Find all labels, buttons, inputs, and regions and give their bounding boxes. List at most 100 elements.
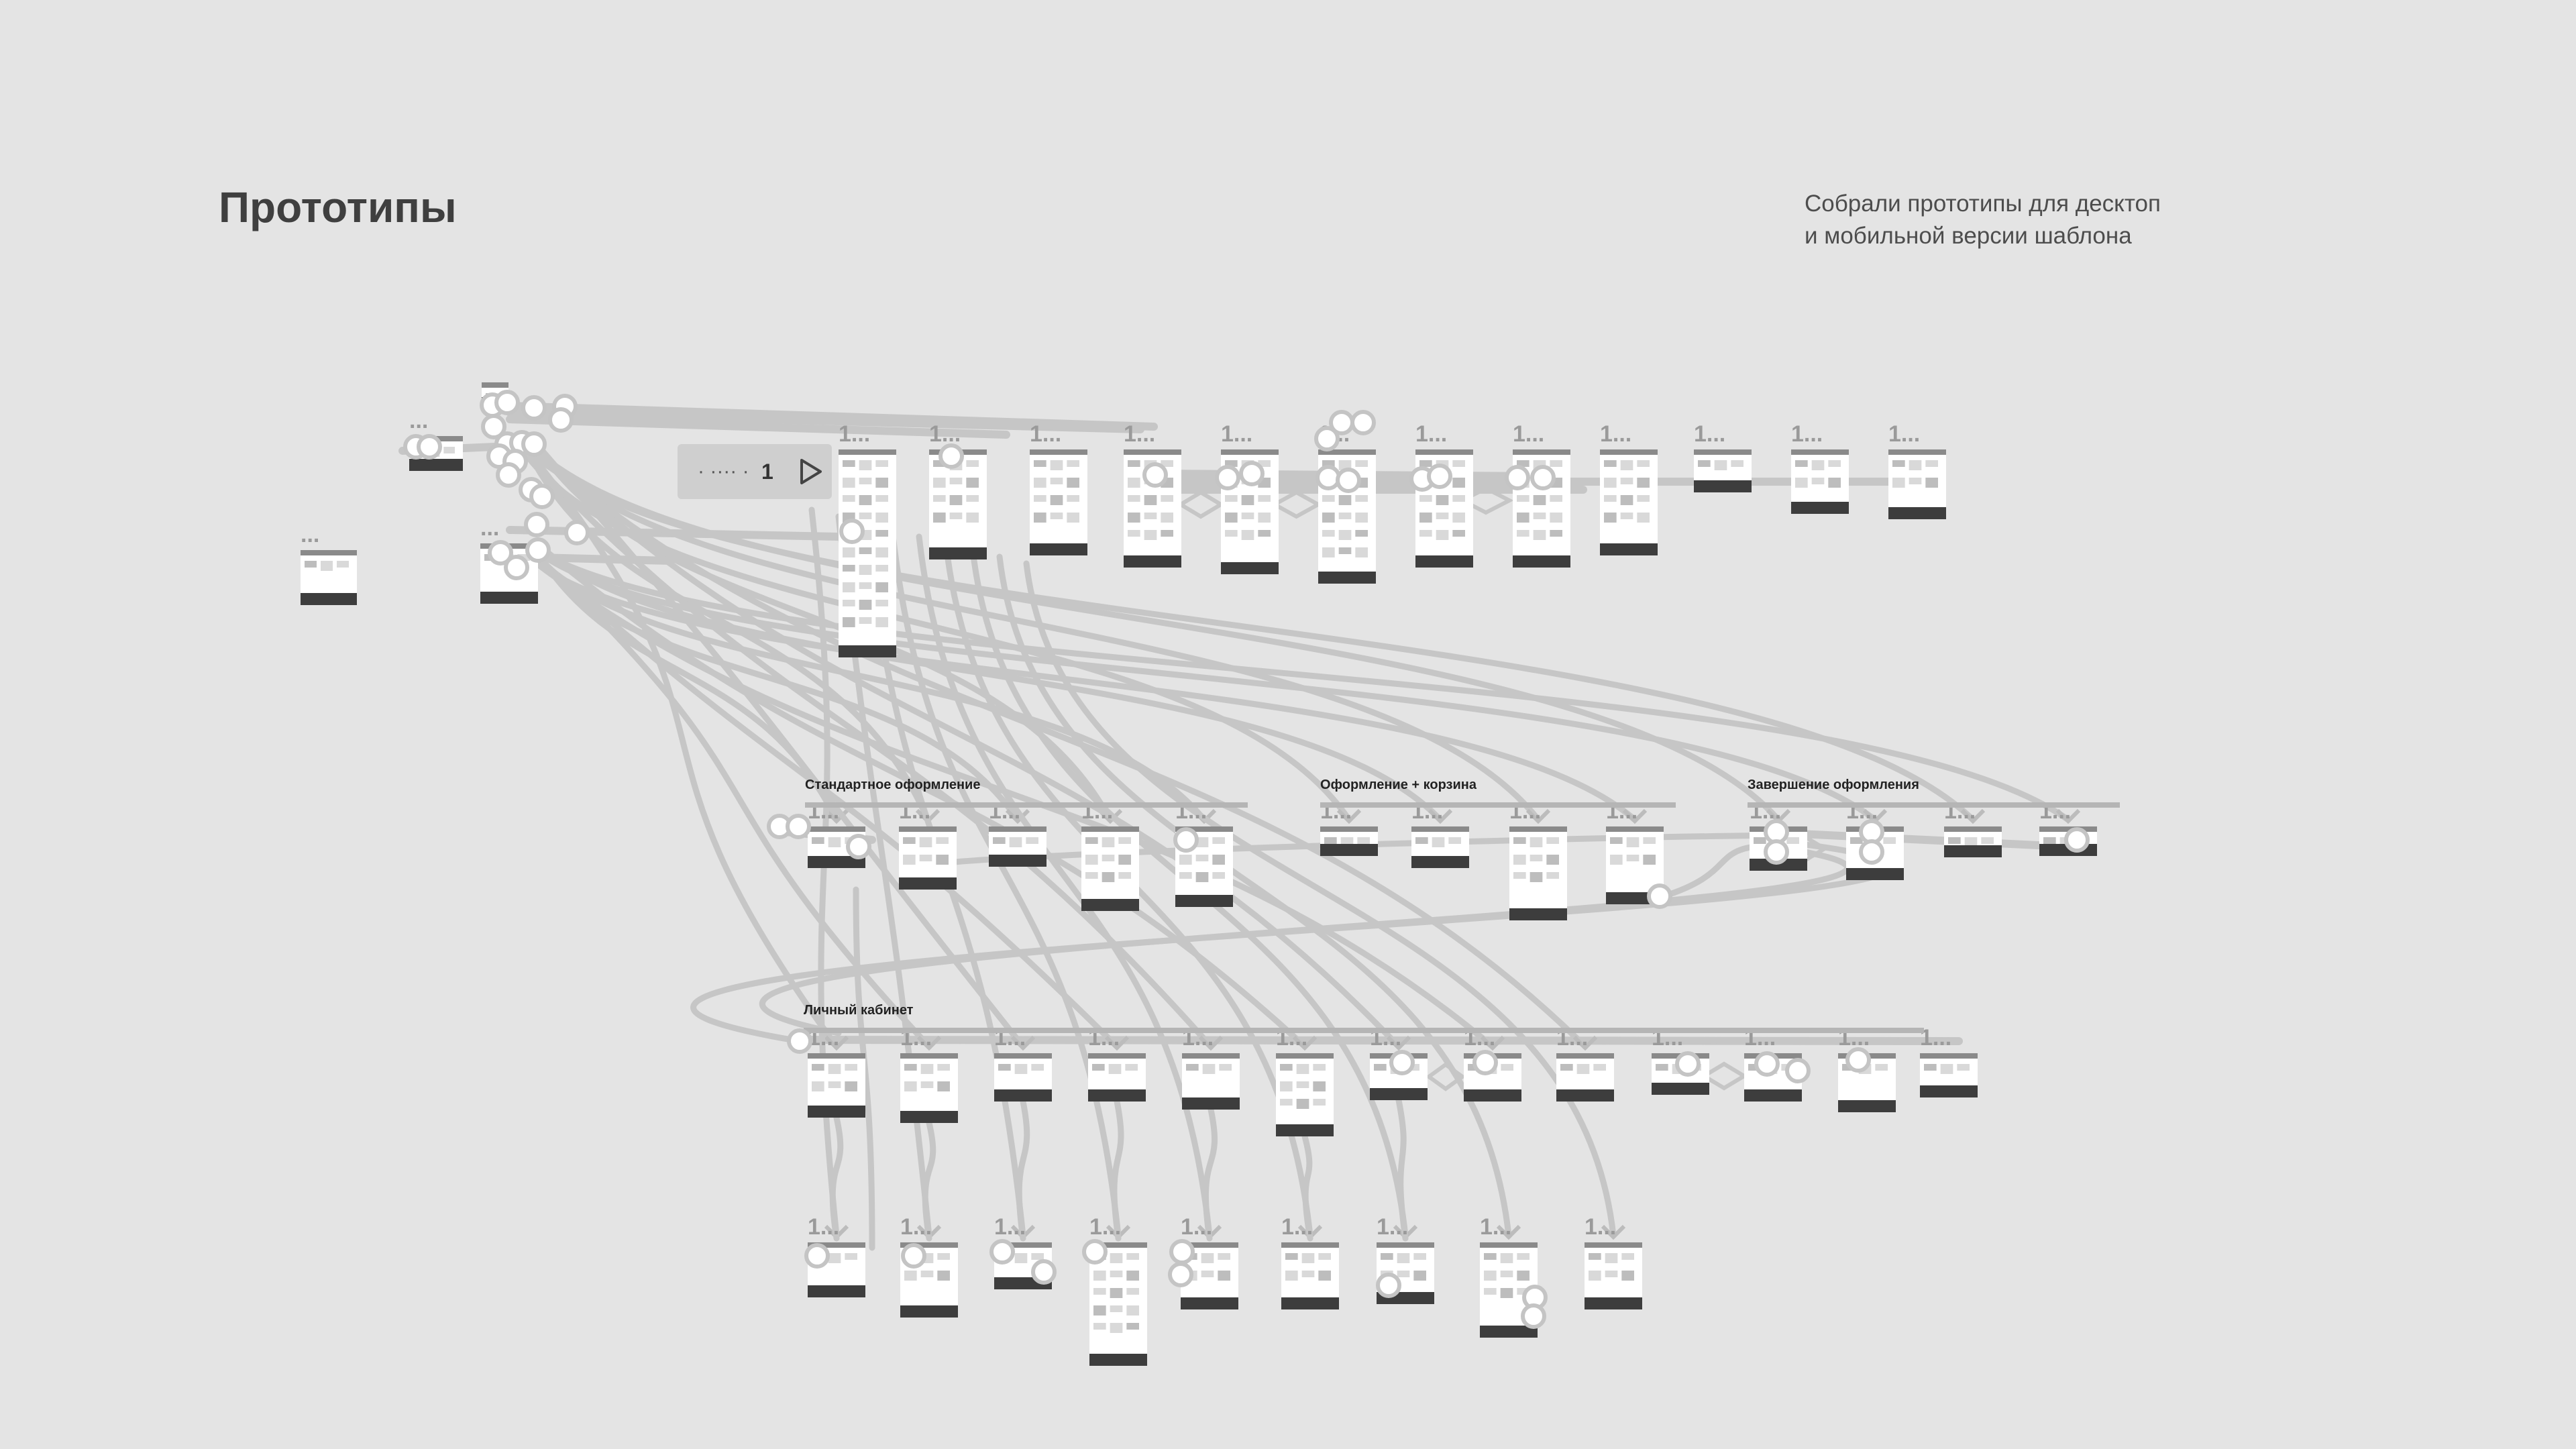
frame-content-block [1637,460,1650,467]
connection-dot[interactable] [1859,839,1884,865]
prototype-frame[interactable]: 1... [1944,798,2002,857]
connection-dot[interactable] [524,512,549,537]
connection-dot[interactable] [529,484,555,509]
prototype-frame[interactable]: 1... [1600,421,1658,555]
connection-dot[interactable] [1142,462,1168,488]
prototype-frame[interactable]: 1... [1415,421,1473,568]
connection-dot[interactable] [787,1028,812,1054]
connection-dot[interactable] [525,537,551,563]
prototype-frame[interactable]: 1... [808,1214,865,1297]
connection-dot[interactable] [1376,1273,1401,1298]
connection-dot[interactable] [1530,465,1556,490]
frame-content-block [1125,1064,1138,1071]
prototype-frame[interactable]: 1... [1556,1025,1614,1102]
prototype-frame[interactable]: 1... [1281,1214,1339,1309]
frame-content-block [1201,1253,1214,1263]
prototype-frame[interactable]: 1... [989,798,1046,867]
connection-dot[interactable] [494,390,520,415]
connection-dot[interactable] [1336,468,1361,493]
connection-dot[interactable] [1082,1239,1108,1265]
frame-header [1182,1053,1240,1059]
frame-content-block [1009,837,1022,847]
connection-dot[interactable] [1427,464,1452,489]
prototype-frame[interactable]: 1... [994,1025,1052,1102]
connection-dot[interactable] [839,519,865,544]
frame-footer [1182,1097,1240,1110]
connection-dot[interactable] [1647,883,1672,909]
prototype-frame[interactable]: 1... [929,421,987,559]
connection-dot[interactable] [1785,1058,1811,1083]
connection-dot[interactable] [1505,465,1530,490]
frame-content-block [1110,1288,1123,1298]
frame-content-block [1225,530,1238,537]
connection-dot[interactable] [496,462,521,488]
connection-dot[interactable] [504,555,529,580]
frame-footer [1089,1354,1147,1366]
connection-dot[interactable] [1845,1047,1871,1073]
connection-dot[interactable] [901,1243,926,1269]
prototype-frame[interactable]: ... [301,522,357,605]
prototype-frame[interactable]: 1... [1089,1214,1147,1366]
connection-dot[interactable] [1389,1050,1415,1075]
connection-dot[interactable] [1173,827,1199,853]
prototype-frame[interactable]: 1... [1585,1214,1642,1309]
prototype-frame[interactable]: 1... [1030,421,1087,555]
prototype-frame[interactable]: 1... [1221,421,1279,574]
prototype-frame[interactable]: 1... [1509,798,1567,920]
connection-dot[interactable] [521,395,547,421]
connection-dot[interactable] [488,540,513,566]
frame-label: 1... [808,1214,839,1240]
connector-arrowhead [1005,808,1030,824]
connection-dot[interactable] [1168,1262,1193,1287]
connection-dot[interactable] [1472,1050,1498,1075]
connection-dot[interactable] [1754,1051,1780,1077]
connection-dot[interactable] [1031,1259,1057,1285]
connection-dot[interactable] [804,1243,830,1269]
prototype-frame[interactable]: 1... [1694,421,1752,492]
connection-dot[interactable] [1239,461,1265,486]
connection-dot[interactable] [417,434,442,460]
connection-dot[interactable] [1215,465,1240,490]
prototype-frame[interactable]: 1... [1920,1025,1978,1097]
connection-dot-layer [403,390,2090,1329]
prototype-frame[interactable]: 1... [1182,1025,1240,1110]
connector-line [1177,490,1225,519]
prototype-frame[interactable]: 1... [1081,798,1139,911]
frame-content-block [859,460,872,470]
connection-dot[interactable] [1764,839,1789,865]
prototype-start-badge[interactable]: · ···· · 1 [678,444,832,499]
connection-dot[interactable] [564,520,590,545]
prototype-frame[interactable]: 1... [1175,798,1233,907]
connection-dot[interactable] [989,1239,1015,1265]
frame-content-block [1128,530,1140,537]
connection-dot[interactable] [481,414,506,439]
prototype-frame[interactable]: 1... [1124,421,1181,568]
connection-dot[interactable] [2064,827,2090,853]
connection-dot[interactable] [1350,410,1376,435]
connection-dot[interactable] [1521,1303,1546,1329]
frame-content-block [1355,460,1368,467]
connection-dot[interactable] [846,834,871,859]
play-icon[interactable] [800,459,822,484]
connection-dot[interactable] [1169,1239,1195,1265]
frame-content-block [1620,495,1633,505]
prototype-frame[interactable]: 1... [1513,421,1570,568]
frame-content-block [1413,1271,1426,1281]
connection-dot[interactable] [1316,465,1341,490]
connection-dot[interactable] [1314,426,1340,451]
connection-dot[interactable] [521,431,547,457]
frame-content-block [2043,837,2056,844]
frame-content-block [1892,478,1905,488]
frame-footer [1791,502,1849,514]
connection-dot[interactable] [1675,1051,1701,1077]
connection-dot[interactable] [548,407,574,433]
prototype-frame[interactable]: 1... [1791,421,1849,514]
connection-dot[interactable] [1329,410,1354,435]
connection-dot[interactable] [938,443,964,469]
prototype-frame[interactable]: 1... [1411,798,1469,868]
prototype-frame[interactable]: 1... [839,421,896,657]
prototype-frame[interactable]: 1... [1888,421,1946,519]
connection-dot[interactable] [786,814,811,839]
prototype-frame[interactable]: 1... [899,798,957,890]
